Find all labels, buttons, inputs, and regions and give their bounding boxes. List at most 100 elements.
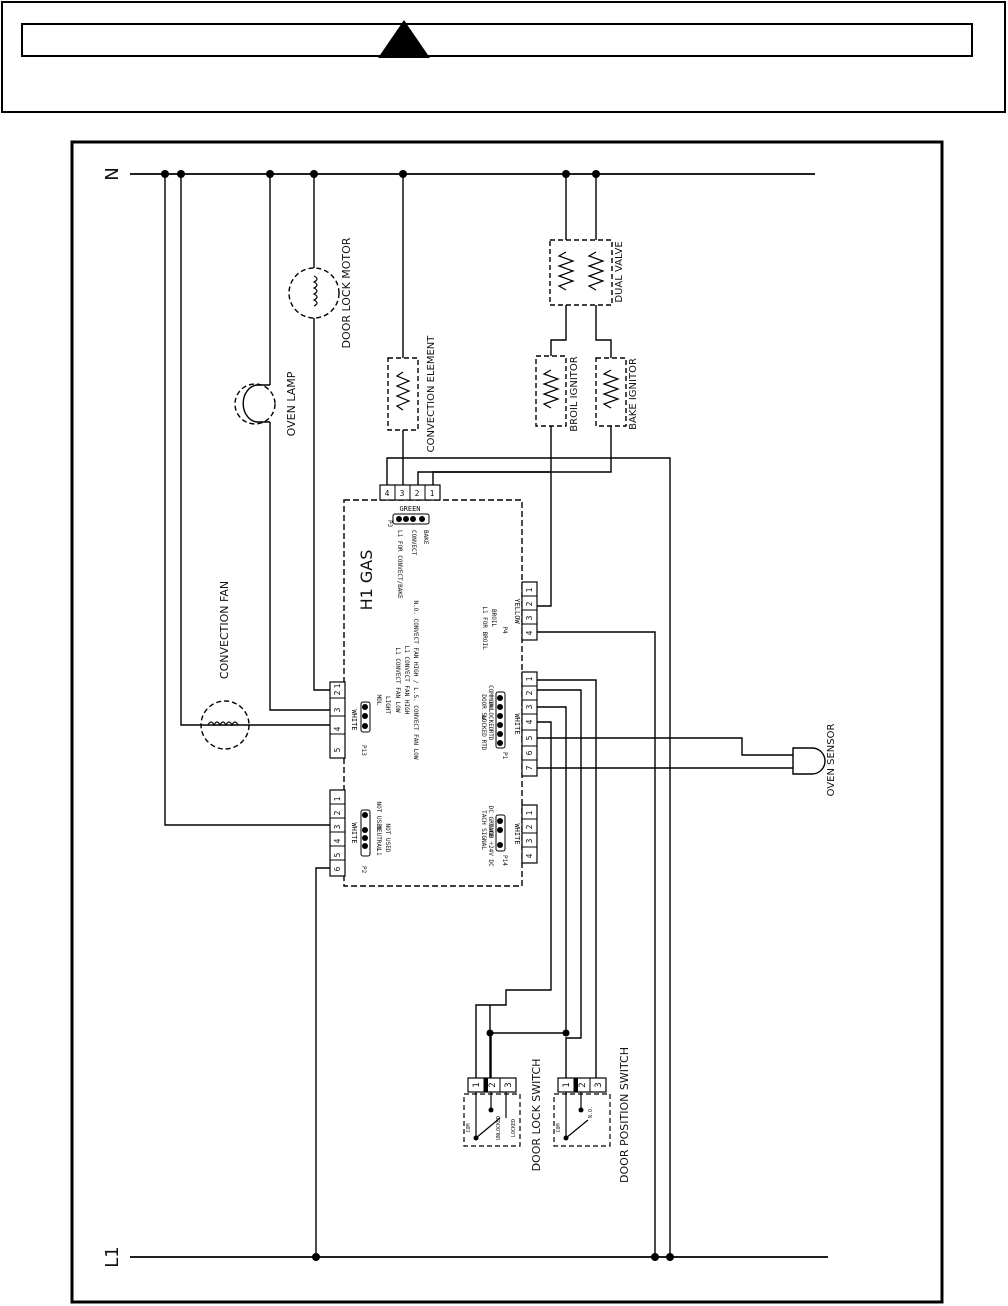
svg-text:3: 3 bbox=[525, 704, 534, 709]
convection-fan: CONVECTION FAN bbox=[200, 581, 250, 750]
svg-text:BAKE: BAKE bbox=[422, 530, 429, 545]
svg-text:P14: P14 bbox=[501, 855, 508, 866]
svg-text:N.O.: N.O. bbox=[588, 1106, 594, 1118]
svg-text:BROIL: BROIL bbox=[490, 609, 497, 627]
svg-text:1: 1 bbox=[333, 683, 342, 688]
svg-text:2: 2 bbox=[525, 690, 534, 695]
svg-text:5: 5 bbox=[525, 735, 534, 740]
svg-text:4: 4 bbox=[525, 630, 534, 635]
svg-text:4: 4 bbox=[385, 489, 390, 498]
svg-text:1: 1 bbox=[562, 1082, 572, 1087]
oven-sensor-label: OVEN SENSOR bbox=[826, 724, 837, 797]
diagram-frame bbox=[70, 140, 944, 1304]
svg-text:L1: L1 bbox=[375, 848, 382, 856]
svg-text:MDL: MDL bbox=[375, 695, 382, 706]
svg-text:L1 CONVECT FAN LOW: L1 CONVECT FAN LOW bbox=[394, 647, 401, 712]
connector-p13: 5 4 3 2 1 WHITE P13 MDL LIGHT L1 CONVECT… bbox=[329, 601, 419, 760]
connector-p14: 4 3 2 1 WHITE P14 DC GROUND TACH SIGNAL … bbox=[480, 804, 538, 867]
svg-text:1: 1 bbox=[472, 1082, 482, 1087]
svg-text:RTD: RTD bbox=[487, 730, 494, 741]
svg-text:1: 1 bbox=[525, 676, 534, 681]
warning-banner bbox=[1, 1, 1006, 113]
svg-text:1: 1 bbox=[430, 489, 435, 498]
door-lock-motor-label: DOOR LOCK MOTOR bbox=[340, 237, 353, 348]
svg-text:4: 4 bbox=[525, 853, 534, 858]
door-lock-switch: 1 2 3 COM UNLOCKED LOCKED DOOR LOCK SWIT… bbox=[463, 1059, 543, 1172]
svg-text:UNLOCKED: UNLOCKED bbox=[487, 702, 494, 731]
warning-title-box bbox=[21, 23, 973, 57]
svg-text:5: 5 bbox=[333, 747, 342, 752]
svg-text:2: 2 bbox=[488, 1082, 498, 1087]
svg-text:5: 5 bbox=[333, 852, 342, 857]
svg-text:GREEN: GREEN bbox=[399, 505, 420, 513]
svg-text:P3: P3 bbox=[386, 520, 393, 528]
svg-text:N.O. CONVECT FAN HIGH / L.S. C: N.O. CONVECT FAN HIGH / L.S. CONVECT FAN… bbox=[412, 601, 419, 760]
broil-ignitor: BROIL IGNITOR bbox=[535, 355, 580, 432]
svg-text:WHITE: WHITE bbox=[350, 822, 358, 843]
svg-text:4: 4 bbox=[525, 719, 534, 724]
bake-ignitor: BAKE IGNITOR bbox=[595, 357, 639, 430]
svg-text:3: 3 bbox=[400, 489, 405, 498]
broil-ignitor-label: BROIL IGNITOR bbox=[569, 356, 580, 431]
svg-text:CONVECT: CONVECT bbox=[410, 530, 417, 556]
svg-text:WHITE: WHITE bbox=[513, 713, 521, 734]
svg-text:NOT USED: NOT USED bbox=[384, 824, 391, 853]
svg-text:NEUTRAL: NEUTRAL bbox=[375, 825, 382, 851]
svg-text:COM: COM bbox=[466, 1123, 472, 1132]
neutral-rail-label: N bbox=[102, 167, 123, 180]
svg-text:COMMON: COMMON bbox=[487, 685, 494, 707]
dual-valve-label: DUAL VALVE bbox=[614, 241, 625, 302]
svg-text:3: 3 bbox=[504, 1082, 514, 1087]
svg-text:WHITE: WHITE bbox=[350, 709, 358, 730]
svg-text:2: 2 bbox=[525, 601, 534, 606]
svg-text:RTD: RTD bbox=[480, 740, 487, 751]
svg-text:1: 1 bbox=[525, 587, 534, 592]
dual-valve: DUAL VALVE bbox=[549, 239, 625, 306]
svg-text:2: 2 bbox=[578, 1082, 588, 1087]
svg-text:3: 3 bbox=[525, 615, 534, 620]
svg-text:2: 2 bbox=[333, 810, 342, 815]
svg-text:3: 3 bbox=[594, 1082, 604, 1087]
svg-text:DC GROUND: DC GROUND bbox=[487, 806, 494, 839]
svg-text:2: 2 bbox=[525, 824, 534, 829]
svg-text:LIGHT: LIGHT bbox=[384, 696, 391, 714]
svg-text:L1 CONVECT FAN HIGH: L1 CONVECT FAN HIGH bbox=[403, 646, 410, 715]
svg-text:YELLOW: YELLOW bbox=[513, 598, 521, 624]
svg-text:1: 1 bbox=[525, 810, 534, 815]
line-rail-label: L1 bbox=[102, 1246, 123, 1267]
svg-text:7: 7 bbox=[525, 765, 534, 770]
door-position-switch: 1 2 3 COM N.O. DOOR POSITION SWITCH bbox=[553, 1047, 631, 1183]
door-lock-switch-label: DOOR LOCK SWITCH bbox=[530, 1059, 543, 1172]
svg-text:6: 6 bbox=[333, 866, 342, 871]
connector-p2: 6 5 4 3 2 1 WHITE P2 NOT USED NEUTRAL NO… bbox=[329, 789, 391, 877]
svg-text:L1 FOR BROIL: L1 FOR BROIL bbox=[481, 606, 488, 650]
svg-text:6: 6 bbox=[525, 750, 534, 755]
convection-element: CONVECTION ELEMENT bbox=[387, 335, 437, 453]
svg-text:TACH SIGNAL: TACH SIGNAL bbox=[480, 810, 487, 850]
oven-lamp-label: OVEN LAMP bbox=[285, 371, 298, 436]
warning-triangle-icon bbox=[378, 20, 430, 58]
svg-text:3: 3 bbox=[333, 707, 342, 712]
svg-text:LOCKED: LOCKED bbox=[511, 1119, 517, 1137]
svg-text:P2: P2 bbox=[360, 866, 367, 874]
bake-ignitor-label: BAKE IGNITOR bbox=[628, 358, 639, 430]
convection-fan-label: CONVECTION FAN bbox=[218, 581, 231, 679]
board-title: H1 GAS bbox=[357, 550, 376, 611]
svg-text:4: 4 bbox=[333, 726, 342, 731]
oven-sensor: OVEN SENSOR bbox=[792, 724, 837, 797]
svg-text:P13: P13 bbox=[360, 745, 367, 756]
svg-text:P1: P1 bbox=[501, 752, 508, 760]
svg-text:P4: P4 bbox=[501, 626, 508, 634]
svg-text:WHITE: WHITE bbox=[513, 823, 521, 844]
connector-p4: 4 3 2 1 YELLOW P4 BROIL L1 FOR BROIL bbox=[481, 581, 538, 650]
svg-text:L1 FOR CONVECT/BAKE: L1 FOR CONVECT/BAKE bbox=[396, 530, 403, 599]
svg-text:COM: COM bbox=[556, 1123, 562, 1132]
convection-element-label: CONVECTION ELEMENT bbox=[426, 335, 437, 453]
oven-lamp: OVEN LAMP bbox=[234, 371, 298, 436]
door-position-switch-label: DOOR POSITION SWITCH bbox=[618, 1047, 631, 1183]
door-lock-motor: DOOR LOCK MOTOR bbox=[288, 237, 353, 348]
svg-text:2: 2 bbox=[333, 690, 342, 695]
svg-text:DOOR SW: DOOR SW bbox=[480, 694, 487, 720]
connector-p3: 4 3 2 1 GREEN P3 CONVECT BAKE L1 FOR CON… bbox=[379, 484, 441, 599]
